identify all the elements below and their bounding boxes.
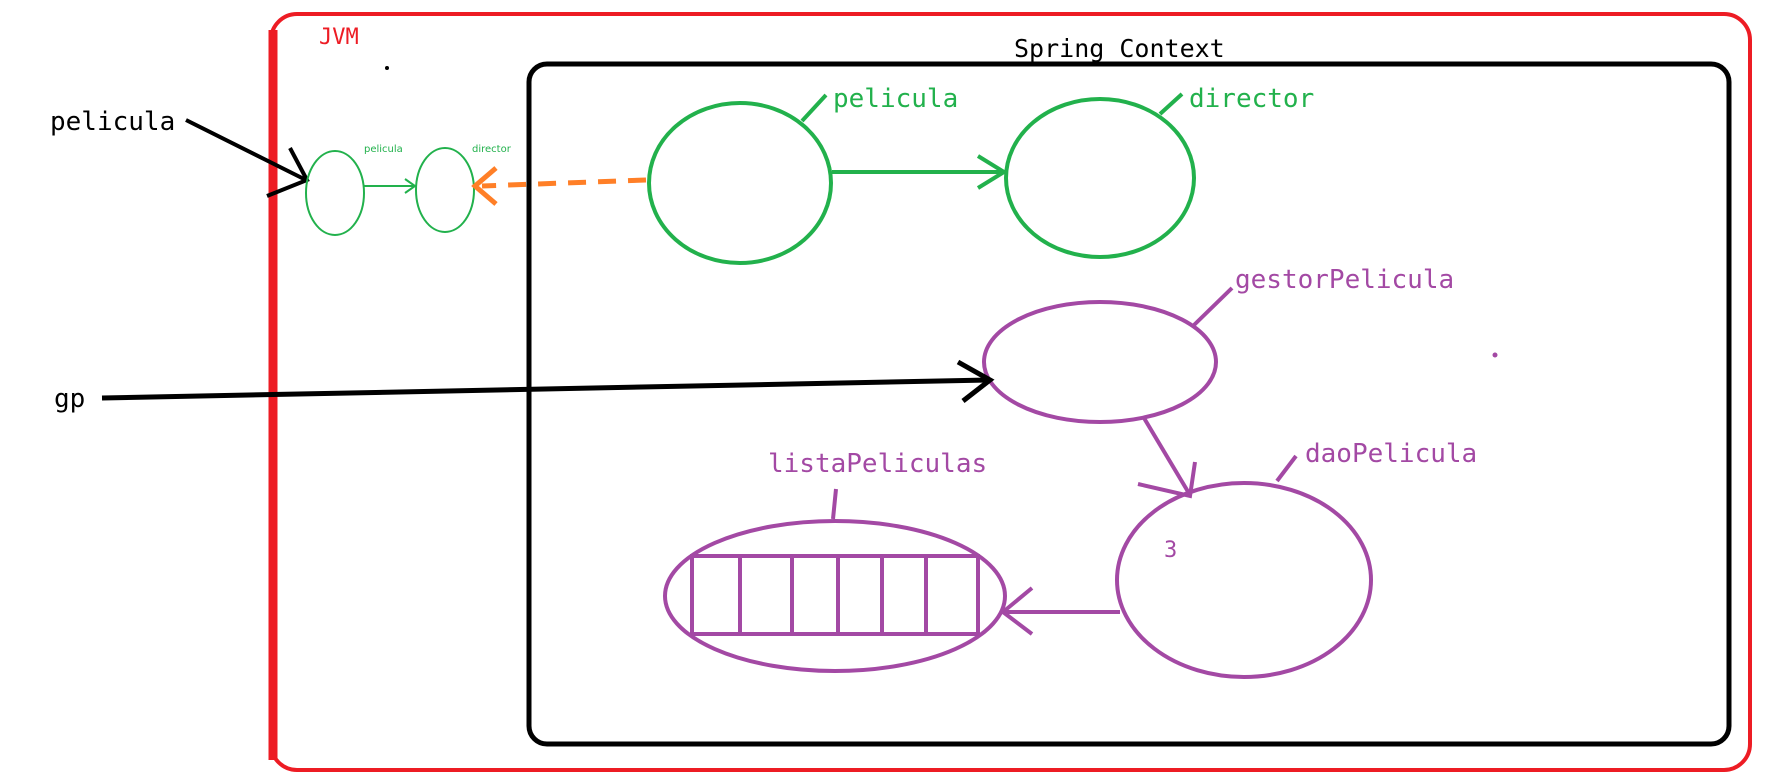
director-bean-pointer (1158, 92, 1184, 116)
dao-pelicula-bean-pointer (1275, 454, 1298, 483)
copy-link-arrow (364, 178, 417, 194)
lista-peliculas-bean-node (663, 519, 1007, 673)
lista-peliculas-bean-label: listaPeliculas (768, 449, 987, 479)
gp-reference-label: gp (54, 384, 85, 414)
dao-pelicula-bean-node (1115, 481, 1373, 679)
copy-reference-arrow (471, 166, 647, 206)
pelicula-bean-label: pelicula (833, 84, 958, 114)
spring-context-boundary (526, 61, 1732, 747)
lista-peliculas-array-dividers (738, 556, 928, 634)
pelicula-bean-pointer (800, 93, 828, 123)
pelicula-copy-label: pelicula (364, 144, 403, 155)
director-copy-node (415, 147, 475, 233)
director-bean-label: director (1189, 84, 1314, 114)
gp-reference-arrow (101, 359, 995, 403)
director-copy-label: director (472, 144, 512, 155)
dao-pelicula-bean-label: daoPelicula (1305, 439, 1477, 469)
pelicula-reference-label: pelicula (50, 107, 175, 137)
lista-peliculas-bean-pointer (831, 488, 838, 520)
pelicula-director-arrow (832, 154, 1008, 190)
pelicula-copy-node (305, 150, 365, 236)
gestor-pelicula-bean-pointer (1192, 286, 1234, 327)
dao-lista-arrow (999, 586, 1120, 636)
lista-peliculas-array (690, 554, 980, 636)
gestor-pelicula-bean-label: gestorPelicula (1235, 265, 1454, 295)
spring-context-label: Spring Context (1014, 34, 1225, 63)
gestor-dao-arrow (1137, 416, 1197, 499)
stray-dot (385, 66, 389, 70)
pelicula-reference-arrow (185, 118, 310, 198)
director-bean-node (1004, 97, 1196, 259)
jvm-label: JVM (319, 25, 359, 50)
dao-pelicula-value: 3 (1164, 538, 1177, 563)
stray-dot-purple (1492, 352, 1498, 358)
pelicula-bean-node (647, 101, 833, 265)
gestor-pelicula-bean-node (982, 300, 1218, 424)
